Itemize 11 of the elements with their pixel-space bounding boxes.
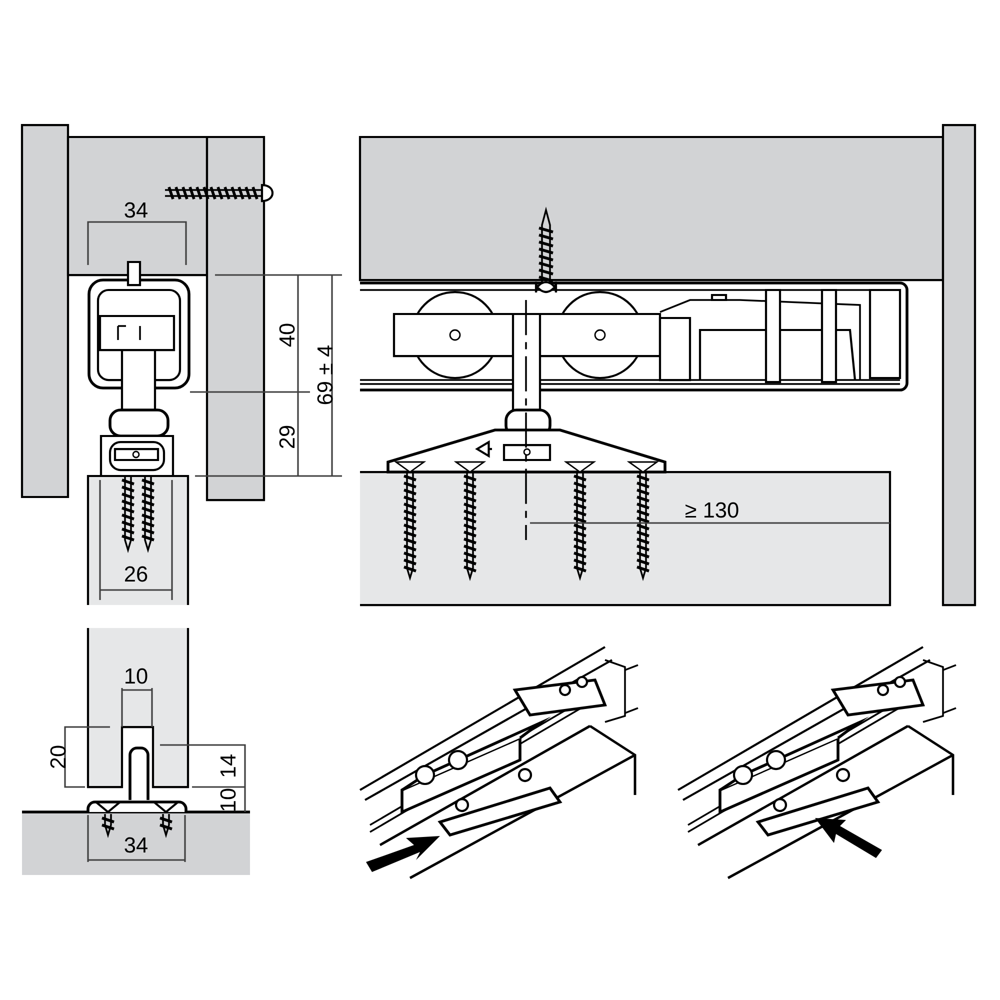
dimension-label: 14 xyxy=(220,754,236,776)
dimension-label: 69 ± 4 xyxy=(317,345,333,404)
dimension-label: 10 xyxy=(220,788,236,810)
dimension-label: ≥ 130 xyxy=(686,502,738,518)
dimension-label: 34 xyxy=(124,837,148,853)
dimension-label: 34 xyxy=(124,202,148,218)
dimension-label: 10 xyxy=(126,668,148,684)
dimension-label: 29 xyxy=(279,426,295,448)
dimension-label: 26 xyxy=(124,566,148,582)
dimension-label: 40 xyxy=(279,324,295,347)
dimension-label: 20 xyxy=(50,746,66,768)
